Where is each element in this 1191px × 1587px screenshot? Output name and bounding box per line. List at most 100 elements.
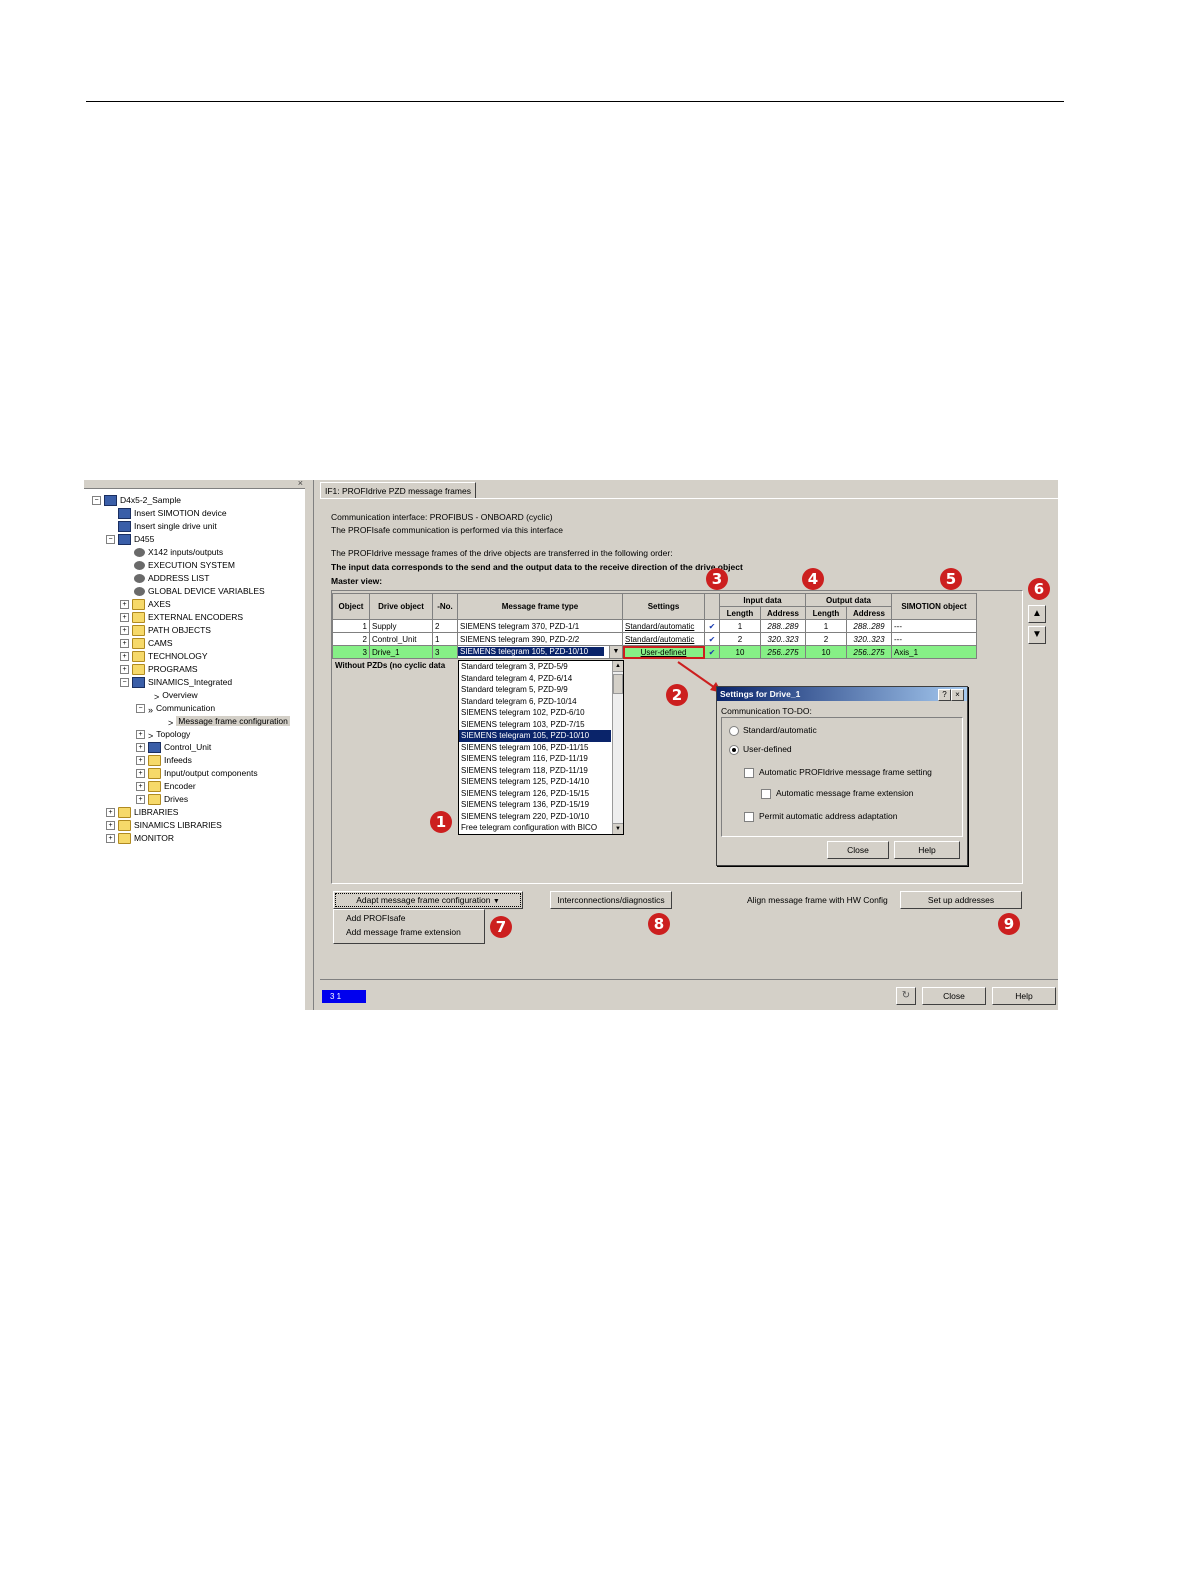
tree-item[interactable]: GLOBAL DEVICE VARIABLES [134,585,265,597]
dropdown-option[interactable]: SIEMENS telegram 105, PZD-10/10 [459,730,611,742]
chevron-down-icon[interactable]: ▼ [609,646,622,658]
table-row[interactable]: Without PZDs (no cyclic data [332,658,977,672]
scroll-down-icon[interactable]: ▼ [613,822,623,834]
tree-item[interactable]: +SINAMICS LIBRARIES [106,819,222,832]
dialog-close-button[interactable]: Close [827,841,889,859]
cell-settings-user-defined[interactable]: User-defined [622,645,705,659]
radio-user-defined[interactable]: User-defined [729,744,792,755]
expand-toggle-icon[interactable]: + [136,743,145,753]
tree-item[interactable]: +Input/output components [136,767,258,780]
expand-toggle-icon[interactable]: + [120,652,129,662]
dropdown-option[interactable]: SIEMENS telegram 116, PZD-11/19 [461,754,588,763]
scroll-thumb[interactable] [613,674,623,694]
message-frame-combo[interactable]: SIEMENS telegram 105, PZD-10/10▼ [457,645,623,659]
tree-item[interactable]: +Encoder [136,780,196,793]
expand-toggle-icon[interactable]: + [120,613,129,623]
tree-item[interactable]: +CAMS [120,637,173,650]
cell-settings[interactable]: Standard/automatic [622,632,705,646]
table-row[interactable]: 1 Supply 2 SIEMENS telegram 370, PZD-1/1… [332,619,977,633]
expand-toggle-icon[interactable]: − [136,704,145,714]
tree-item[interactable]: >Overview [154,689,198,702]
dialog-help-button[interactable]: Help [894,841,960,859]
tree-item[interactable]: +TECHNOLOGY [120,650,208,663]
expand-toggle-icon[interactable]: + [120,639,129,649]
expand-toggle-icon[interactable]: + [106,821,115,831]
expand-toggle-icon[interactable]: + [136,795,145,805]
tree-item[interactable]: +EXTERNAL ENCODERS [120,611,243,624]
tab-pzd-message-frames[interactable]: IF1: PROFIdrive PZD message frames [320,482,476,499]
menu-add-profisafe[interactable]: Add PROFIsafe [346,913,406,923]
expand-toggle-icon[interactable]: + [136,730,145,740]
close-icon[interactable]: × [951,689,964,701]
dropdown-option[interactable]: SIEMENS telegram 125, PZD-14/10 [461,777,590,786]
expand-toggle-icon[interactable]: + [136,782,145,792]
dropdown-option[interactable]: Standard telegram 5, PZD-9/9 [461,685,568,694]
tree-item[interactable]: +AXES [120,598,171,611]
adapt-dropdown-menu[interactable]: Add PROFIsafe Add message frame extensio… [333,909,485,944]
dropdown-option[interactable]: Standard telegram 6, PZD-10/14 [461,696,577,706]
tree-item[interactable]: −SINAMICS_Integrated [120,676,232,689]
menu-add-extension[interactable]: Add message frame extension [346,927,461,937]
tree-item[interactable]: +LIBRARIES [106,806,178,819]
tree-item[interactable]: +PROGRAMS [120,663,198,676]
tree-item[interactable]: +Drives [136,793,188,806]
expand-toggle-icon[interactable]: − [120,678,129,688]
checkbox-address-adaptation[interactable]: Permit automatic address adaptation [744,811,897,822]
refresh-icon[interactable]: ↻ [896,987,916,1005]
expand-toggle-icon[interactable]: + [120,626,129,636]
table-row[interactable]: 2 Control_Unit 1 SIEMENS telegram 390, P… [332,632,977,646]
help-icon[interactable]: ? [938,689,951,701]
tree-item[interactable]: >Message frame configuration [168,715,290,728]
table-row-selected[interactable]: 3 Drive_1 3 SIEMENS telegram 105, PZD-10… [332,645,977,659]
expand-toggle-icon[interactable]: + [106,808,115,818]
checkbox-auto-extension[interactable]: Automatic message frame extension [761,788,913,799]
tree-item[interactable]: Insert SIMOTION device [118,507,227,520]
tree-item[interactable]: −D4x5-2_Sample [92,494,181,507]
expand-toggle-icon[interactable]: + [136,756,145,766]
tree-item[interactable]: EXECUTION SYSTEM [134,559,235,571]
tree-item[interactable]: +PATH OBJECTS [120,624,211,637]
dropdown-option[interactable]: SIEMENS telegram 220, PZD-10/10 [461,811,590,821]
dropdown-option[interactable]: SIEMENS telegram 106, PZD-11/15 [461,742,589,752]
close-icon[interactable]: × [297,478,303,488]
setup-addresses-button[interactable]: Set up addresses [900,891,1022,909]
splitter[interactable] [305,480,314,1010]
dropdown-option[interactable]: SIEMENS telegram 103, PZD-7/15 [461,719,585,729]
dropdown-option[interactable]: Standard telegram 3, PZD-5/9 [461,662,568,671]
help-button[interactable]: Help [992,987,1056,1005]
dropdown-option[interactable]: Standard telegram 4, PZD-6/14 [461,673,573,683]
expand-toggle-icon[interactable]: − [106,535,115,545]
dropdown-option[interactable]: SIEMENS telegram 126, PZD-15/15 [461,788,590,798]
expand-toggle-icon[interactable]: + [120,600,129,610]
tree-item[interactable]: Insert single drive unit [118,520,217,533]
tree-item[interactable]: −D455 [106,533,154,546]
tree-item[interactable]: +Control_Unit [136,741,211,754]
checkbox-auto-profidrive[interactable]: Automatic PROFIdrive message frame setti… [744,767,932,778]
cell-message-frame[interactable]: SIEMENS telegram 370, PZD-1/1 [457,619,623,633]
settings-dialog[interactable]: Settings for Drive_1 ? × Communication T… [716,686,968,866]
expand-toggle-icon[interactable]: + [136,769,145,779]
adapt-message-frame-button[interactable]: Adapt message frame configuration ▼ [333,891,523,909]
dropdown-option[interactable]: SIEMENS telegram 136, PZD-15/19 [461,800,590,809]
expand-toggle-icon[interactable]: + [106,834,115,844]
cell-message-frame[interactable]: SIEMENS telegram 390, PZD-2/2 [457,632,623,646]
dropdown-scrollbar[interactable]: ▲ ▼ [612,661,623,834]
tree-item[interactable]: +MONITOR [106,832,174,845]
expand-toggle-icon[interactable]: + [120,665,129,675]
scroll-up-icon[interactable]: ▲ [613,661,623,672]
dropdown-option[interactable]: SIEMENS telegram 102, PZD-6/10 [461,708,585,717]
move-down-button[interactable]: ▼ [1028,626,1046,644]
tree-item[interactable]: ADDRESS LIST [134,572,209,584]
dropdown-option[interactable]: SIEMENS telegram 118, PZD-11/19 [461,765,588,775]
tree-item[interactable]: −»Communication [136,702,215,715]
tree-item[interactable]: X142 inputs/outputs [134,546,223,558]
cell-settings[interactable]: Standard/automatic [622,619,705,633]
tree-item[interactable]: +>Topology [136,728,190,741]
dropdown-option[interactable]: Free telegram configuration with BICO [461,823,598,832]
close-button[interactable]: Close [922,987,986,1005]
tree-item[interactable]: +Infeeds [136,754,192,767]
radio-standard-automatic[interactable]: Standard/automatic [729,725,817,736]
expand-toggle-icon[interactable]: − [92,496,101,506]
